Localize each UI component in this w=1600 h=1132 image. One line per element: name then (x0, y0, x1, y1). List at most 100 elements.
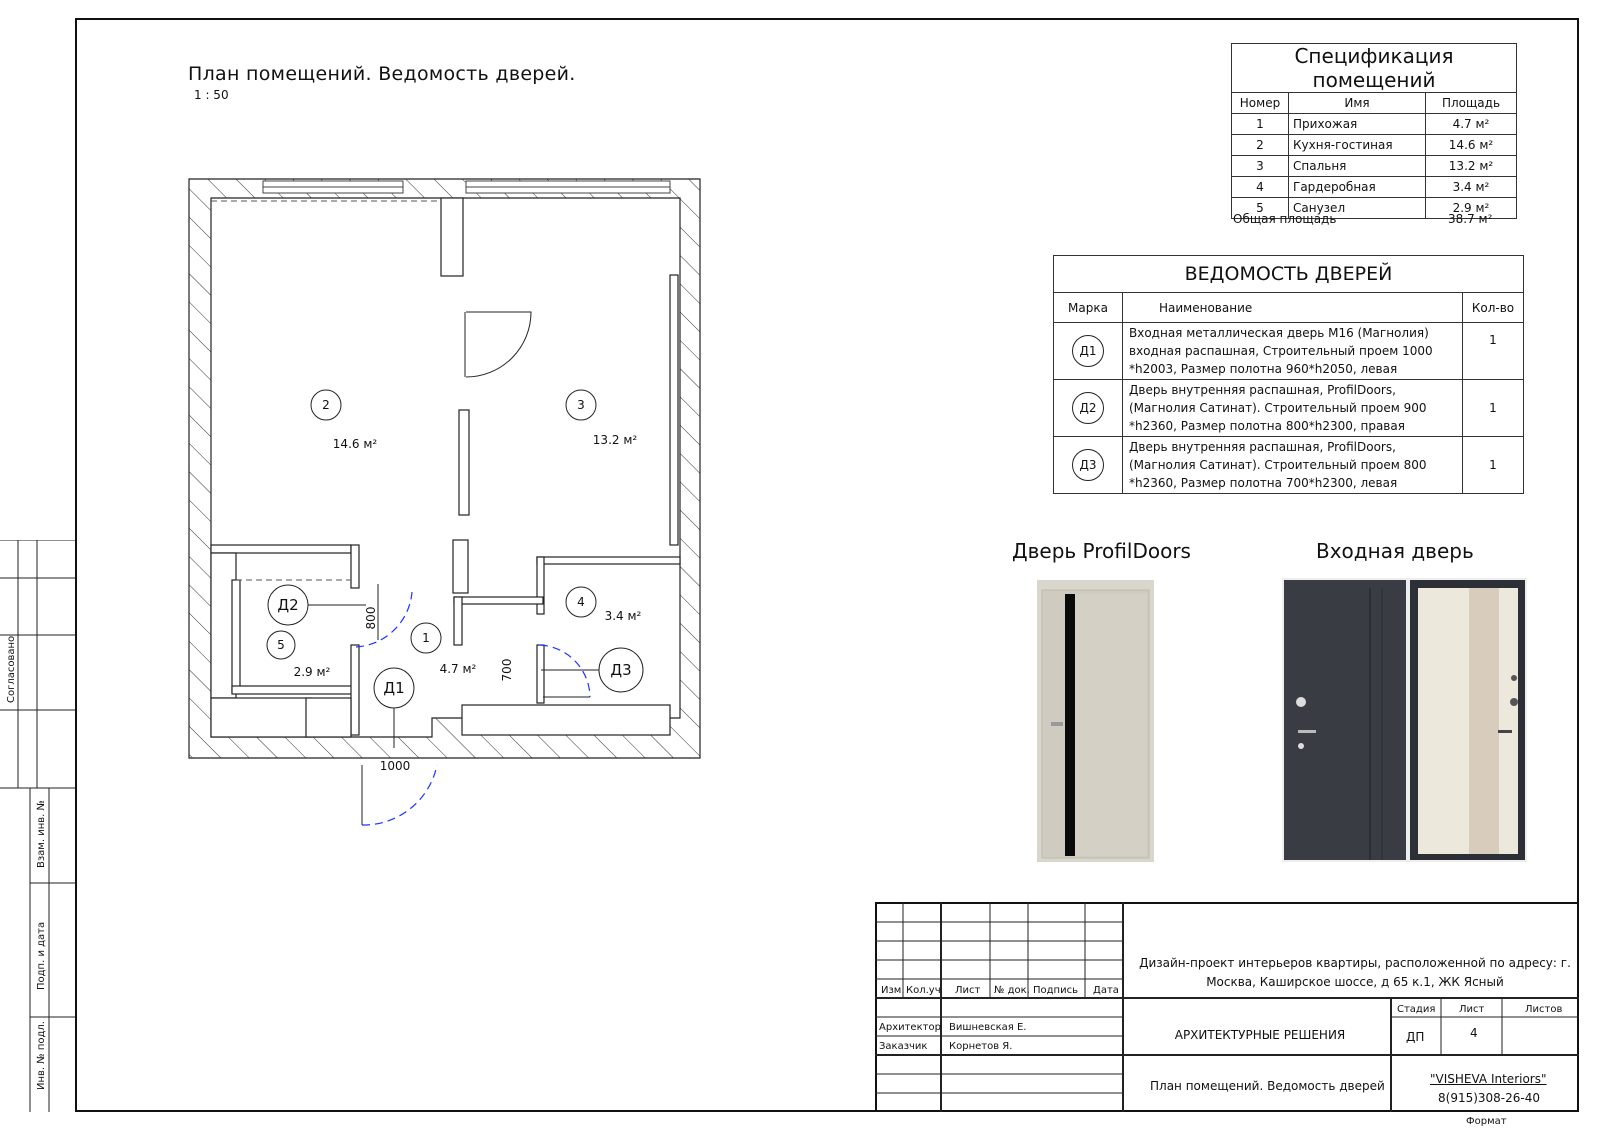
cell: 4.7 м² (1425, 113, 1517, 135)
door-arcs (355, 591, 591, 826)
profildoors-caption: Дверь ProfilDoors (1012, 539, 1191, 563)
door-leaves (352, 584, 590, 825)
cell: Гардеробная (1288, 176, 1426, 198)
tb-sheets-header: Листов (1525, 1004, 1563, 1015)
title-block-grid (875, 902, 1579, 1112)
table-row: Д2 Дверь внутренняя распашная, ProfilDoo… (1053, 379, 1524, 437)
dim-d1: 1000 (380, 759, 411, 773)
room-spec-table: Спецификация помещений Номер Имя Площадь… (1231, 43, 1517, 219)
room-area-1: 4.7 м² (440, 662, 477, 676)
tb-project: Дизайн-проект интерьеров квартиры, распо… (1139, 956, 1571, 989)
room-area-3: 13.2 м² (593, 433, 638, 447)
room-tag-circles (266, 389, 644, 709)
tb-col-kolich: Кол.уч (906, 985, 941, 996)
side-stamp: Согласовано Взам. инв. № Подп. и дата Ин… (0, 540, 75, 1112)
doors-header-mark: Марка (1053, 292, 1123, 323)
room-num-2: 2 (322, 398, 330, 412)
room-area-2: 14.6 м² (333, 437, 378, 451)
tb-sheet-header: Лист (1459, 1004, 1485, 1015)
door-qty: 1 (1462, 379, 1524, 437)
sign-date-label: Подп. и дата (36, 921, 47, 990)
entrance-door-image (1282, 578, 1527, 862)
spec-total-label: Общая площадь (1233, 212, 1337, 226)
tb-stage-header: Стадия (1397, 1004, 1436, 1015)
inv-orig-label: Инв. № подл. (36, 1021, 47, 1090)
door-tag-d2: Д2 (277, 596, 298, 614)
cell: Прихожая (1288, 113, 1426, 135)
door-tag-d1: Д1 (383, 679, 404, 697)
table-row: Д3 Дверь внутренняя распашная, ProfilDoo… (1053, 436, 1524, 494)
title-block: Изм. Кол.уч Лист № док. Подпись Дата Арх… (875, 902, 1579, 1112)
dashed-lines (211, 200, 441, 581)
interior-walls (210, 197, 681, 738)
tb-col-izm: Изм. (881, 985, 905, 996)
spec-header-area: Площадь (1425, 92, 1517, 114)
room-num-3: 3 (577, 398, 585, 412)
doors-header-qty: Кол-во (1462, 292, 1524, 323)
tb-name-client: Корнетов Я. (949, 1041, 1013, 1052)
room-area-5: 2.9 м² (294, 665, 331, 679)
room-num-5: 5 (277, 638, 285, 652)
door-mark: Д1 (1072, 335, 1104, 367)
door-name: Дверь внутренняя распашная, ProfilDoors,… (1122, 436, 1463, 494)
door-name: Входная металлическая дверь М16 (Магноли… (1122, 322, 1463, 380)
tb-company: "VISHEVA Interiors" (1430, 1072, 1547, 1086)
door-mark: Д3 (1072, 449, 1104, 481)
tb-col-sign: Подпись (1033, 985, 1078, 996)
tb-sheet-name: План помещений. Ведомость дверей (1150, 1079, 1385, 1093)
plan-title: План помещений. Ведомость дверей. (188, 63, 576, 85)
room-area-4: 3.4 м² (605, 609, 642, 623)
spec-total-value: 38.7 м² (1448, 212, 1493, 226)
tb-name-architect: Вишневская Е. (949, 1022, 1027, 1033)
cell: Кухня-гостиная (1288, 134, 1426, 156)
cell: 2.9 м² (1425, 197, 1517, 219)
room-num-1: 1 (422, 631, 430, 645)
tb-role-client: Заказчик (879, 1041, 928, 1052)
tb-role-architect: Архитектор (879, 1022, 941, 1033)
spec-header-num: Номер (1231, 92, 1289, 114)
door-qty: 1 (1462, 436, 1524, 494)
cell: 4 (1231, 176, 1289, 198)
drawing-sheet (75, 18, 1579, 1112)
door-qty: 1 (1462, 322, 1524, 380)
cell: 2 (1231, 134, 1289, 156)
cell: 14.6 м² (1425, 134, 1517, 156)
room-num-4: 4 (577, 595, 585, 609)
tag-leaders (308, 604, 599, 748)
tb-sheet-no: 4 (1470, 1026, 1478, 1040)
doors-title: ВЕДОМОСТЬ ДВЕРЕЙ (1053, 255, 1524, 293)
door-schedule-table: ВЕДОМОСТЬ ДВЕРЕЙ Марка Наименование Кол-… (1053, 255, 1524, 494)
spec-title: Спецификация помещений (1231, 43, 1517, 93)
tb-section: АРХИТЕКТУРНЫЕ РЕШЕНИЯ (1174, 1028, 1346, 1042)
windows (262, 180, 671, 194)
tb-col-date: Дата (1093, 985, 1119, 996)
entrance-door-caption: Входная дверь (1316, 539, 1474, 563)
side-stamp-grid (0, 540, 75, 1112)
tb-phone: 8(915)308-26-40 (1438, 1091, 1541, 1105)
table-row: Д1 Входная металлическая дверь М16 (Магн… (1053, 322, 1524, 380)
door-mark: Д2 (1072, 392, 1104, 424)
door-name: Дверь внутренняя распашная, ProfilDoors,… (1122, 379, 1463, 437)
spec-header-name: Имя (1288, 92, 1426, 114)
tb-col-list: Лист (955, 985, 981, 996)
dim-d3: 700 (500, 659, 514, 682)
plan-scale: 1 : 50 (194, 88, 229, 102)
profildoors-image (1037, 580, 1154, 862)
cell: 13.2 м² (1425, 155, 1517, 177)
cell: Санузел (1288, 197, 1426, 219)
doors-header-name: Наименование (1122, 292, 1463, 323)
floor-plan: 2 14.6 м² 3 13.2 м² 4 3.4 м² 5 2.9 м² 1 … (188, 178, 701, 826)
cell: 1 (1231, 113, 1289, 135)
cell: 3.4 м² (1425, 176, 1517, 198)
cell: Спальня (1288, 155, 1426, 177)
tb-format: Формат (1466, 1116, 1507, 1127)
tb-col-doc: № док. (994, 985, 1030, 996)
tb-stage: ДП (1406, 1030, 1425, 1044)
door-swings (464, 311, 532, 378)
door-tag-d3: Д3 (610, 661, 631, 679)
